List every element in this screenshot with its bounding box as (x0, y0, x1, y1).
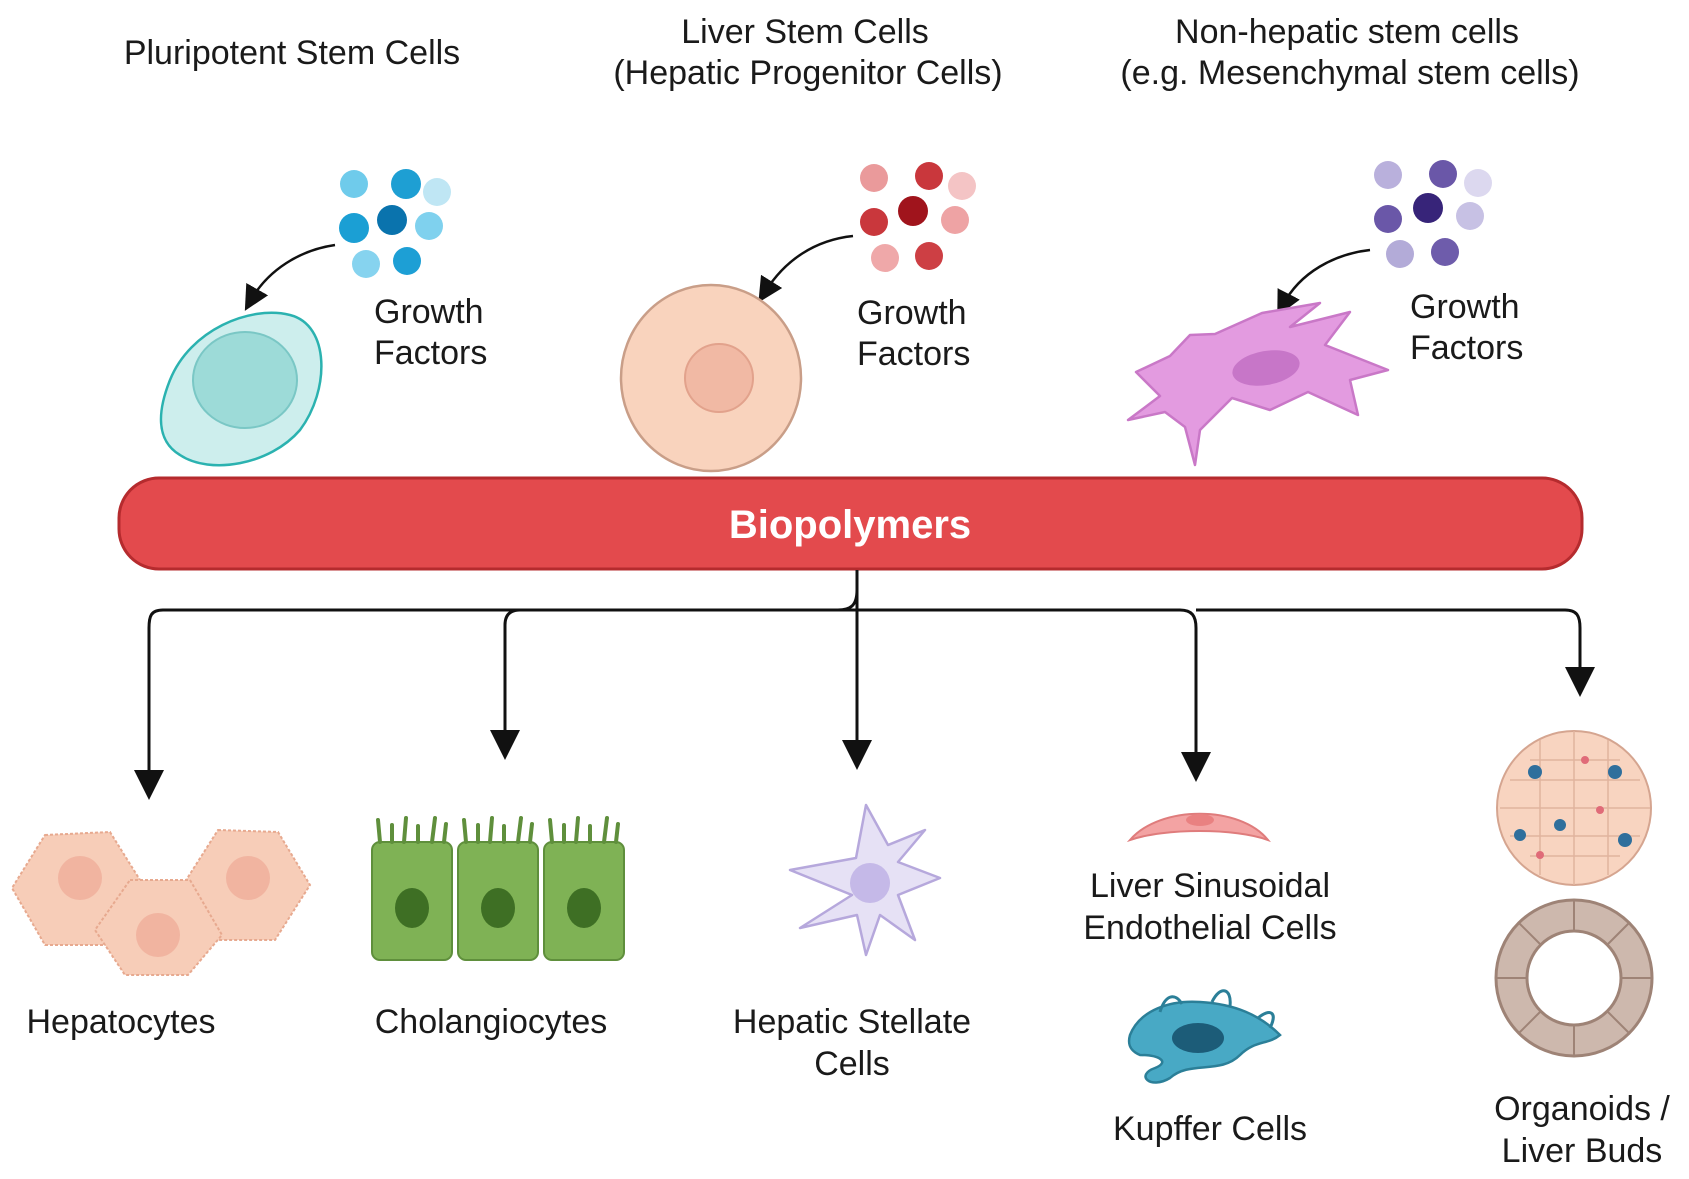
lsec-label-line1: Liver Sinusoidal (1090, 867, 1330, 905)
kupffer-cell-icon (1127, 989, 1282, 1084)
cholangiocytes-icon (371, 816, 625, 961)
biopolymers-label: Biopolymers (729, 503, 971, 547)
hepatic-stellate-cell-icon (788, 803, 942, 957)
mesenchymal-stem-cell-icon (1126, 301, 1390, 467)
hepatocytes-label: Hepatocytes (27, 1003, 216, 1041)
stellate-label-line1: Hepatic Stellate (733, 1003, 971, 1041)
cholangiocytes-label: Cholangiocytes (375, 1003, 607, 1041)
lsec-icon (1126, 812, 1272, 843)
connector-lines (134, 570, 1595, 800)
organoids-label-line2: Liver Buds (1502, 1132, 1663, 1170)
liver-stem-title-line1: Liver Stem Cells (681, 13, 929, 51)
liver-gf-arrow (758, 234, 854, 303)
hepatocytes-icon (10, 828, 312, 976)
non-hepatic-title-line2: (e.g. Mesenchymal stem cells) (1120, 54, 1579, 92)
non-hepatic-gf-label-line2: Factors (1410, 329, 1523, 367)
liver-gf-label-line2: Factors (857, 335, 970, 373)
pluripotent-gf-label-line2: Factors (374, 334, 487, 372)
lsec-label-line2: Endothelial Cells (1083, 909, 1336, 947)
organoids-label-line1: Organoids / (1494, 1090, 1670, 1128)
organoid-icon (1496, 730, 1652, 886)
kupffer-label: Kupffer Cells (1113, 1110, 1307, 1148)
stellate-label-line2: Cells (814, 1045, 890, 1083)
non-hepatic-gf-arrow (1277, 248, 1371, 317)
liver-stem-title-line2: (Hepatic Progenitor Cells) (613, 54, 1002, 92)
pluripotent-gf-label-line1: Growth (374, 293, 484, 331)
pluripotent-title: Pluripotent Stem Cells (124, 34, 460, 72)
non-hepatic-gf-label-line1: Growth (1410, 288, 1520, 326)
liver-stem-cell-icon (619, 283, 803, 473)
non-hepatic-growth-factors-icon (1374, 160, 1492, 268)
liver-growth-factors-icon (860, 162, 976, 272)
non-hepatic-title-line1: Non-hepatic stem cells (1175, 13, 1519, 51)
liver-bud-icon (1494, 898, 1654, 1058)
liver-gf-label-line1: Growth (857, 294, 967, 332)
biopolymers-bar (117, 476, 1584, 571)
pluripotent-stem-cell-icon (159, 311, 323, 467)
pluripotent-gf-arrow (244, 243, 336, 311)
pluripotent-growth-factors-icon (339, 169, 451, 278)
